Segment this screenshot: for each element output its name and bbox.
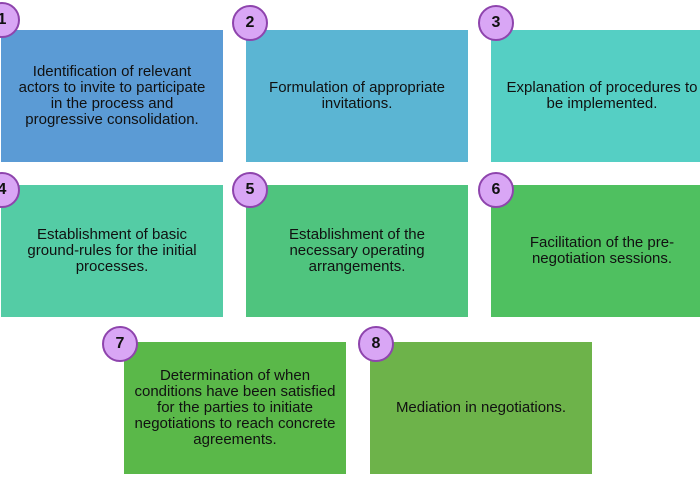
- step-box-8: Mediation in negotiations.: [370, 342, 592, 474]
- step-box-6: Facilitation of the pre-negotiation sess…: [491, 185, 700, 317]
- step-number-badge-5: 5: [232, 172, 268, 208]
- step-text-3: Explanation of procedures to be implemen…: [506, 79, 698, 112]
- step-box-4: Establishment of basic ground-rules for …: [1, 185, 223, 317]
- step-number-badge-7: 7: [102, 326, 138, 362]
- step-box-5: Establishment of the necessary operating…: [246, 185, 468, 317]
- step-box-3: Explanation of procedures to be implemen…: [491, 30, 700, 162]
- step-text-1: Identification of relevant actors to inv…: [18, 63, 206, 128]
- step-box-2: Formulation of appropriate invitations.: [246, 30, 468, 162]
- step-text-4: Establishment of basic ground-rules for …: [27, 226, 197, 275]
- step-text-6: Facilitation of the pre-negotiation sess…: [529, 234, 675, 267]
- step-number-badge-3: 3: [478, 5, 514, 41]
- step-number-badge-8: 8: [358, 326, 394, 362]
- step-text-5: Establishment of the necessary operating…: [289, 226, 425, 275]
- step-number-badge-2: 2: [232, 5, 268, 41]
- step-box-1: Identification of relevant actors to inv…: [1, 30, 223, 162]
- step-text-8: Mediation in negotiations.: [395, 399, 567, 416]
- step-text-2: Formulation of appropriate invitations.: [269, 79, 445, 112]
- step-box-7: Determination of when conditions have be…: [124, 342, 346, 474]
- step-text-7: Determination of when conditions have be…: [134, 367, 336, 448]
- step-number-badge-6: 6: [478, 172, 514, 208]
